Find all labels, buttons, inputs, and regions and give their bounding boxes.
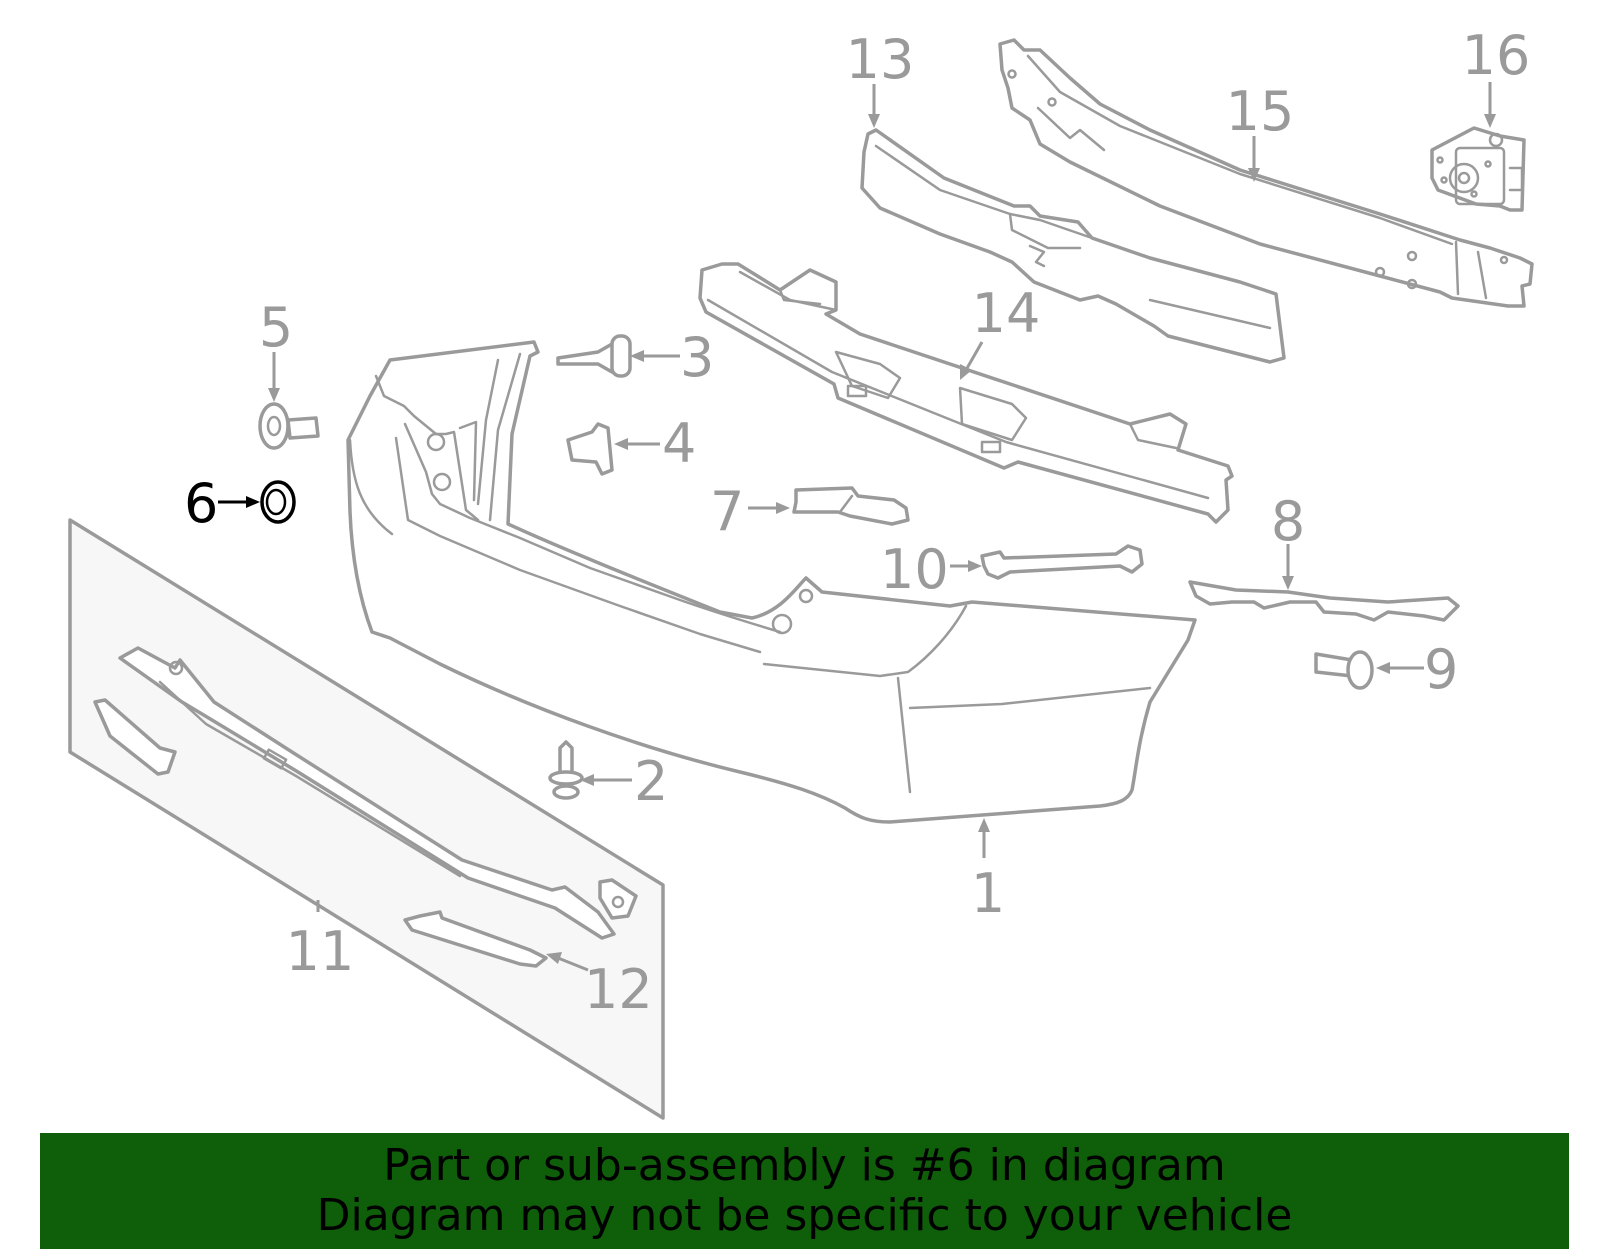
part-10-support-bracket <box>980 544 1144 580</box>
part-13-reinforcement <box>860 128 1286 364</box>
label-part-16: 16 <box>1462 24 1531 87</box>
part-15-impact-bar <box>998 38 1534 308</box>
label-part-7: 7 <box>710 480 744 543</box>
part-14-energy-absorber <box>698 262 1234 524</box>
label-part-6: 6 <box>184 472 218 535</box>
part-16-bracket <box>1430 126 1526 212</box>
part-12-molding-strip <box>403 910 548 968</box>
part-9-clip <box>1314 650 1374 690</box>
leaders <box>218 82 1496 972</box>
banner-line-1: Part or sub-assembly is #6 in diagram <box>383 1140 1226 1191</box>
label-part-8: 8 <box>1271 490 1305 553</box>
label-part-15: 15 <box>1226 80 1295 143</box>
label-part-14: 14 <box>972 282 1041 345</box>
part-7-side-bracket <box>792 486 910 526</box>
label-part-3: 3 <box>680 326 714 389</box>
part-6-grommet <box>260 480 296 524</box>
part-11-license-plate-panel <box>68 518 665 1120</box>
label-part-10: 10 <box>880 538 949 601</box>
info-banner: Part or sub-assembly is #6 in diagram Di… <box>40 1133 1569 1249</box>
part-4-clip <box>566 422 614 476</box>
part-5-bolt <box>258 402 320 450</box>
part-3-push-rivet <box>556 334 632 378</box>
label-part-1: 1 <box>971 862 1005 925</box>
label-part-13: 13 <box>846 28 915 91</box>
label-part-9: 9 <box>1424 638 1458 701</box>
part-2-screw <box>548 740 584 800</box>
part-8-side-retainer <box>1188 580 1460 622</box>
callout-numbers: 1 2 3 4 5 6 7 8 9 10 11 12 13 14 15 16 <box>184 24 1530 1021</box>
label-part-12: 12 <box>584 958 653 1021</box>
part-1-bumper-cover <box>346 340 1197 824</box>
banner-line-2: Diagram may not be specific to your vehi… <box>316 1190 1293 1241</box>
label-part-2: 2 <box>634 750 668 813</box>
label-part-4: 4 <box>662 412 696 475</box>
label-part-11: 11 <box>286 920 355 983</box>
label-part-5: 5 <box>259 296 293 359</box>
